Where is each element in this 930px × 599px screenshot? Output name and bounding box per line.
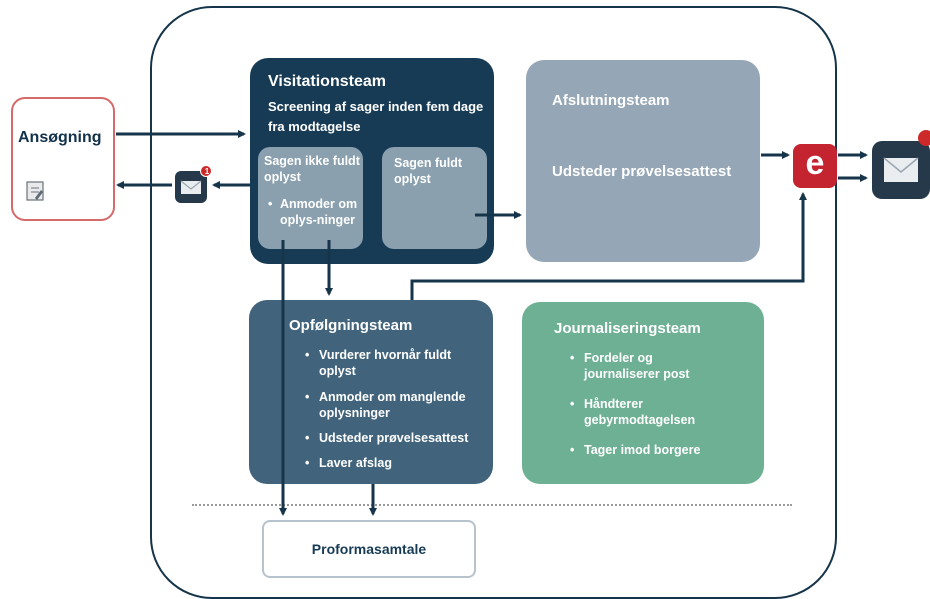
notification-count: 1 bbox=[204, 167, 210, 176]
proforma-box bbox=[262, 520, 476, 578]
followup-item-text: Udsteder prøvelsesattest bbox=[319, 431, 469, 445]
document-icon bbox=[26, 181, 44, 201]
followup-item-text: Vurderer hvornår fuldt oplyst bbox=[319, 348, 452, 378]
journal-item-text: Tager imod borgere bbox=[584, 443, 701, 457]
envelope-icon bbox=[872, 141, 930, 199]
case-fully-clear-box bbox=[382, 147, 487, 249]
e-boks-letter: e bbox=[805, 144, 825, 182]
followup-team-box bbox=[249, 300, 493, 484]
case-not-clear-title: Sagen ikke fuldt oplyst bbox=[264, 154, 360, 184]
divider bbox=[192, 504, 792, 506]
application-label: Ansøgning bbox=[18, 129, 102, 146]
closing-team-body: Udsteder prøvelsesattest bbox=[552, 163, 732, 180]
arrow-followup-to-eboks bbox=[410, 192, 807, 300]
journal-item-text: Fordeler og journaliserer post bbox=[584, 351, 690, 381]
proforma-label: Proformasamtale bbox=[311, 541, 427, 557]
closing-team-box bbox=[526, 60, 760, 262]
envelope-icon bbox=[175, 171, 207, 203]
visitation-team-subtitle: Screening af sager inden fem dage fra mo… bbox=[268, 99, 484, 134]
journal-team-title: Journaliseringsteam bbox=[554, 320, 701, 337]
case-not-clear-box bbox=[258, 147, 363, 249]
case-not-clear-bullet-text: Anmoder om oplys-ninger bbox=[280, 197, 358, 227]
notification-badge bbox=[918, 130, 930, 146]
journal-item-text: Håndterer gebyrmodtagelsen bbox=[584, 397, 696, 427]
visitation-team-title: Visitationsteam bbox=[268, 73, 386, 90]
notification-badge bbox=[200, 165, 212, 177]
followup-item-text: Laver afslag bbox=[319, 456, 392, 470]
case-fully-clear-title: Sagen fuldt oplyst bbox=[394, 156, 463, 186]
followup-team-title: Opfølgningsteam bbox=[289, 317, 413, 334]
followup-item-text: Anmoder om manglende oplysninger bbox=[319, 390, 466, 420]
journal-team-box bbox=[522, 302, 764, 484]
closing-team-title: Afslutningsteam bbox=[552, 92, 670, 109]
bullet-marker: • bbox=[268, 197, 273, 211]
e-boks-icon bbox=[793, 144, 837, 188]
